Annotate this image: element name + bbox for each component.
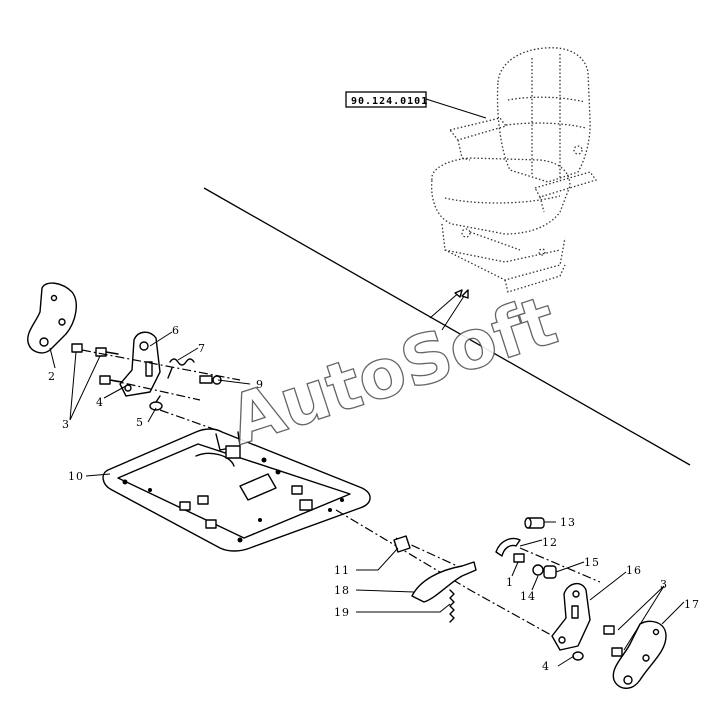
part-19-spring: [449, 589, 455, 623]
part-16-side-plate: [551, 583, 591, 651]
seat-assembly-outline: [430, 47, 598, 293]
part-5-washer: [149, 395, 163, 411]
callout-4-right: 4: [542, 660, 550, 673]
callout-14: 14: [520, 590, 536, 603]
callout-1-right: 1: [506, 576, 514, 589]
callout-11: 11: [334, 564, 350, 577]
callout-7: 7: [198, 342, 206, 355]
leader-lines: [49, 331, 685, 667]
callout-17: 17: [684, 598, 700, 611]
part-9-pin: [199, 375, 222, 385]
part-12-hook: [495, 537, 521, 557]
callout-4-left: 4: [96, 396, 104, 409]
part-10-seat-base-plate: [102, 428, 371, 552]
part-4-nut-right: [572, 651, 584, 661]
part-1-bolt-right: [513, 553, 525, 563]
callout-15: 15: [584, 556, 600, 569]
callout-10: 10: [68, 470, 84, 483]
part-7-spring: [167, 358, 195, 379]
callout-5: 5: [136, 416, 144, 429]
reference-number: 90.124.0101: [351, 96, 428, 107]
callout-16: 16: [626, 564, 642, 577]
part-15-spacer: [543, 565, 557, 579]
reference-number-box: 90.124.0101: [345, 91, 487, 119]
part-3-bolts-right: [603, 625, 623, 657]
part-6-side-plate: [119, 331, 161, 397]
callout-2: 2: [48, 370, 56, 383]
watermark-text: AutoSoft: [220, 282, 566, 462]
callout-19: 19: [334, 606, 350, 619]
part-14-nut: [532, 564, 544, 576]
part-17-bracket: [612, 620, 667, 689]
part-13-bushing: [524, 517, 545, 529]
callout-3-left: 3: [62, 418, 70, 431]
callout-9: 9: [256, 378, 264, 391]
callout-labels: 2 3 4 6 7 9 5 10 11 18 19 13 12 1 14 15 …: [48, 324, 700, 673]
assembly-centerline-left: [81, 349, 241, 433]
assembly-centerline-right: [335, 509, 601, 641]
callout-18: 18: [334, 584, 350, 597]
part-3-bolts-left: [71, 343, 123, 385]
pointer-arrows: [429, 289, 469, 331]
callout-13: 13: [560, 516, 576, 529]
callout-6: 6: [172, 324, 180, 337]
section-divider-line: [203, 187, 691, 466]
part-2-bracket: [27, 282, 77, 354]
callout-3-right: 3: [660, 578, 668, 591]
callout-12: 12: [542, 536, 558, 549]
part-18-lever: [411, 561, 477, 603]
